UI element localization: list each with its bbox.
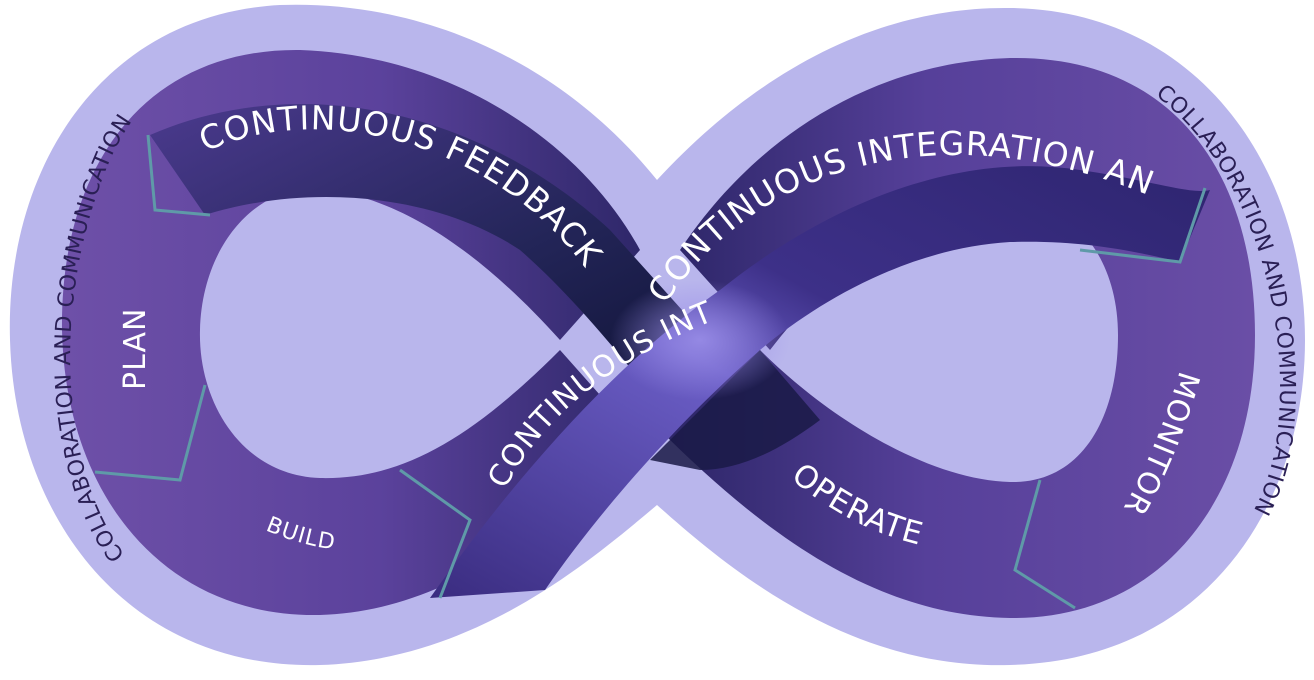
center-glow: [610, 280, 790, 400]
plan-label: PLAN: [118, 308, 153, 390]
crossing-shadow: [650, 350, 820, 470]
segment-separators: [94, 134, 1207, 610]
continuous-feedback-band: [150, 104, 700, 380]
ci-cd-band: [430, 166, 1210, 598]
